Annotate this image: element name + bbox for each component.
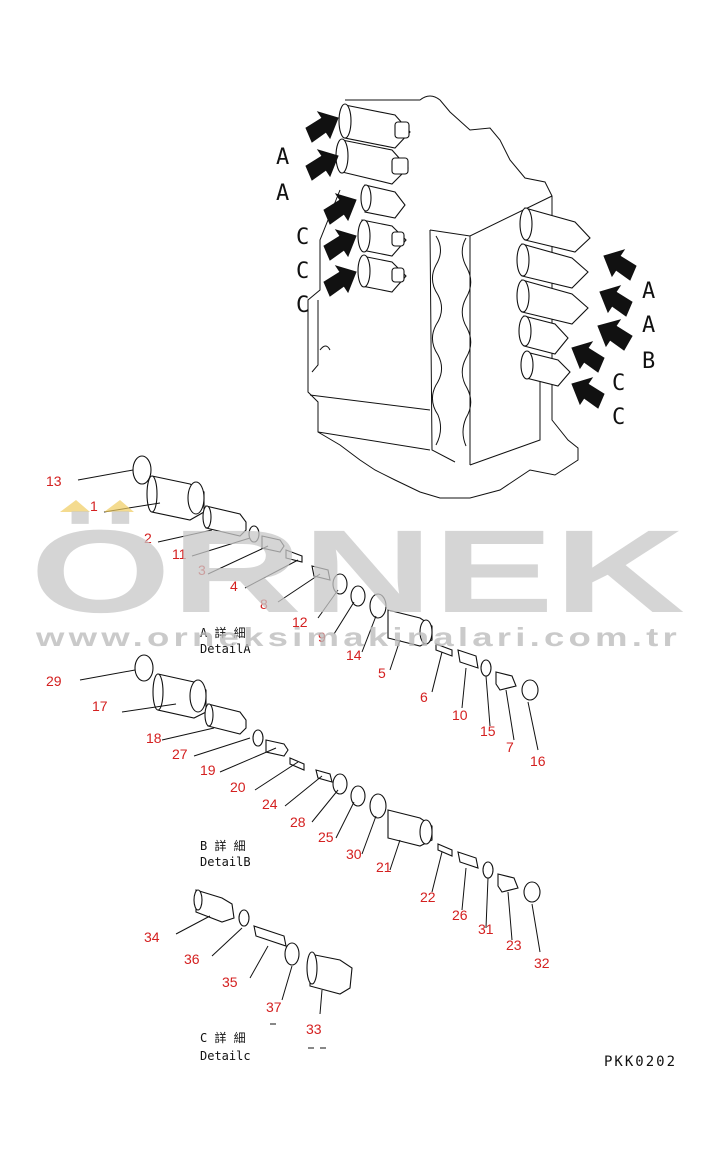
part-number: 15 [480,723,496,739]
part-number: 26 [452,907,468,923]
valve-letter-left-5: C [296,293,309,318]
part-number: 28 [290,814,306,830]
part-number: 36 [184,951,200,967]
part-number: 3 [198,562,206,578]
part-number: 34 [144,929,160,945]
valve-letter-right-1: A [642,279,655,304]
part-number: 37 [266,999,282,1015]
part-number: 16 [530,753,546,769]
part-number: 32 [534,955,550,971]
valve-letter-left-1: A [276,145,289,170]
part-number: 6 [420,689,428,705]
part-number: 27 [172,746,188,762]
part-number: 5 [378,665,386,681]
part-number: 4 [230,578,238,594]
part-number: 9 [318,629,326,645]
part-number: 31 [478,921,494,937]
detail-b-parts [79,654,541,953]
part-number: 21 [376,859,392,875]
detail-b-title-en: DetailB [200,855,251,869]
detail-a-title-en: DetailA [200,642,251,656]
valve-letter-left-3: C [296,225,309,250]
valve-letter-right-3: B [642,349,655,374]
part-number: 2 [144,530,152,546]
valve-letter-left-2: A [276,181,289,206]
detail-c-title-jp: C 詳 細 [200,1030,246,1045]
part-number: 7 [506,739,514,755]
arrow-icons-left [305,111,357,297]
arrow-icons-right [571,249,637,409]
part-number: 25 [318,829,334,845]
part-number: 18 [146,730,162,746]
valve-letter-right-2: A [642,313,655,338]
part-number-labels: 13 1 2 11 3 4 8 12 9 14 5 6 10 15 7 16 2… [46,473,550,1037]
detail-c-title-en: Detailc [200,1049,251,1063]
part-number: 20 [230,779,246,795]
detail-b-title-jp: B 詳 細 [200,838,246,853]
part-number: 29 [46,673,62,689]
detail-c-parts [175,889,353,1049]
part-number: 23 [506,937,522,953]
part-number: 22 [420,889,436,905]
part-number: 30 [346,846,362,862]
drawing-code: PKK0202 [604,1054,677,1070]
part-number: 17 [92,698,108,714]
part-number: 10 [452,707,468,723]
part-number: 11 [172,546,187,562]
part-number: 19 [200,762,216,778]
part-number: 24 [262,796,278,812]
valve-letter-right-5: C [612,405,625,430]
part-number: 12 [292,614,308,630]
part-number: 13 [46,473,62,489]
valve-letter-left-4: C [296,259,309,284]
part-number: 14 [346,647,362,663]
control-valve-block: A A C C C A A B C C [276,95,655,499]
part-number: 33 [306,1021,322,1037]
detail-a-title-jp: A 詳 細 [200,625,246,640]
part-number: 35 [222,974,238,990]
part-number: 1 [90,498,98,514]
part-number: 8 [260,596,268,612]
detail-a-parts [77,455,539,751]
valve-letter-right-4: C [612,371,625,396]
